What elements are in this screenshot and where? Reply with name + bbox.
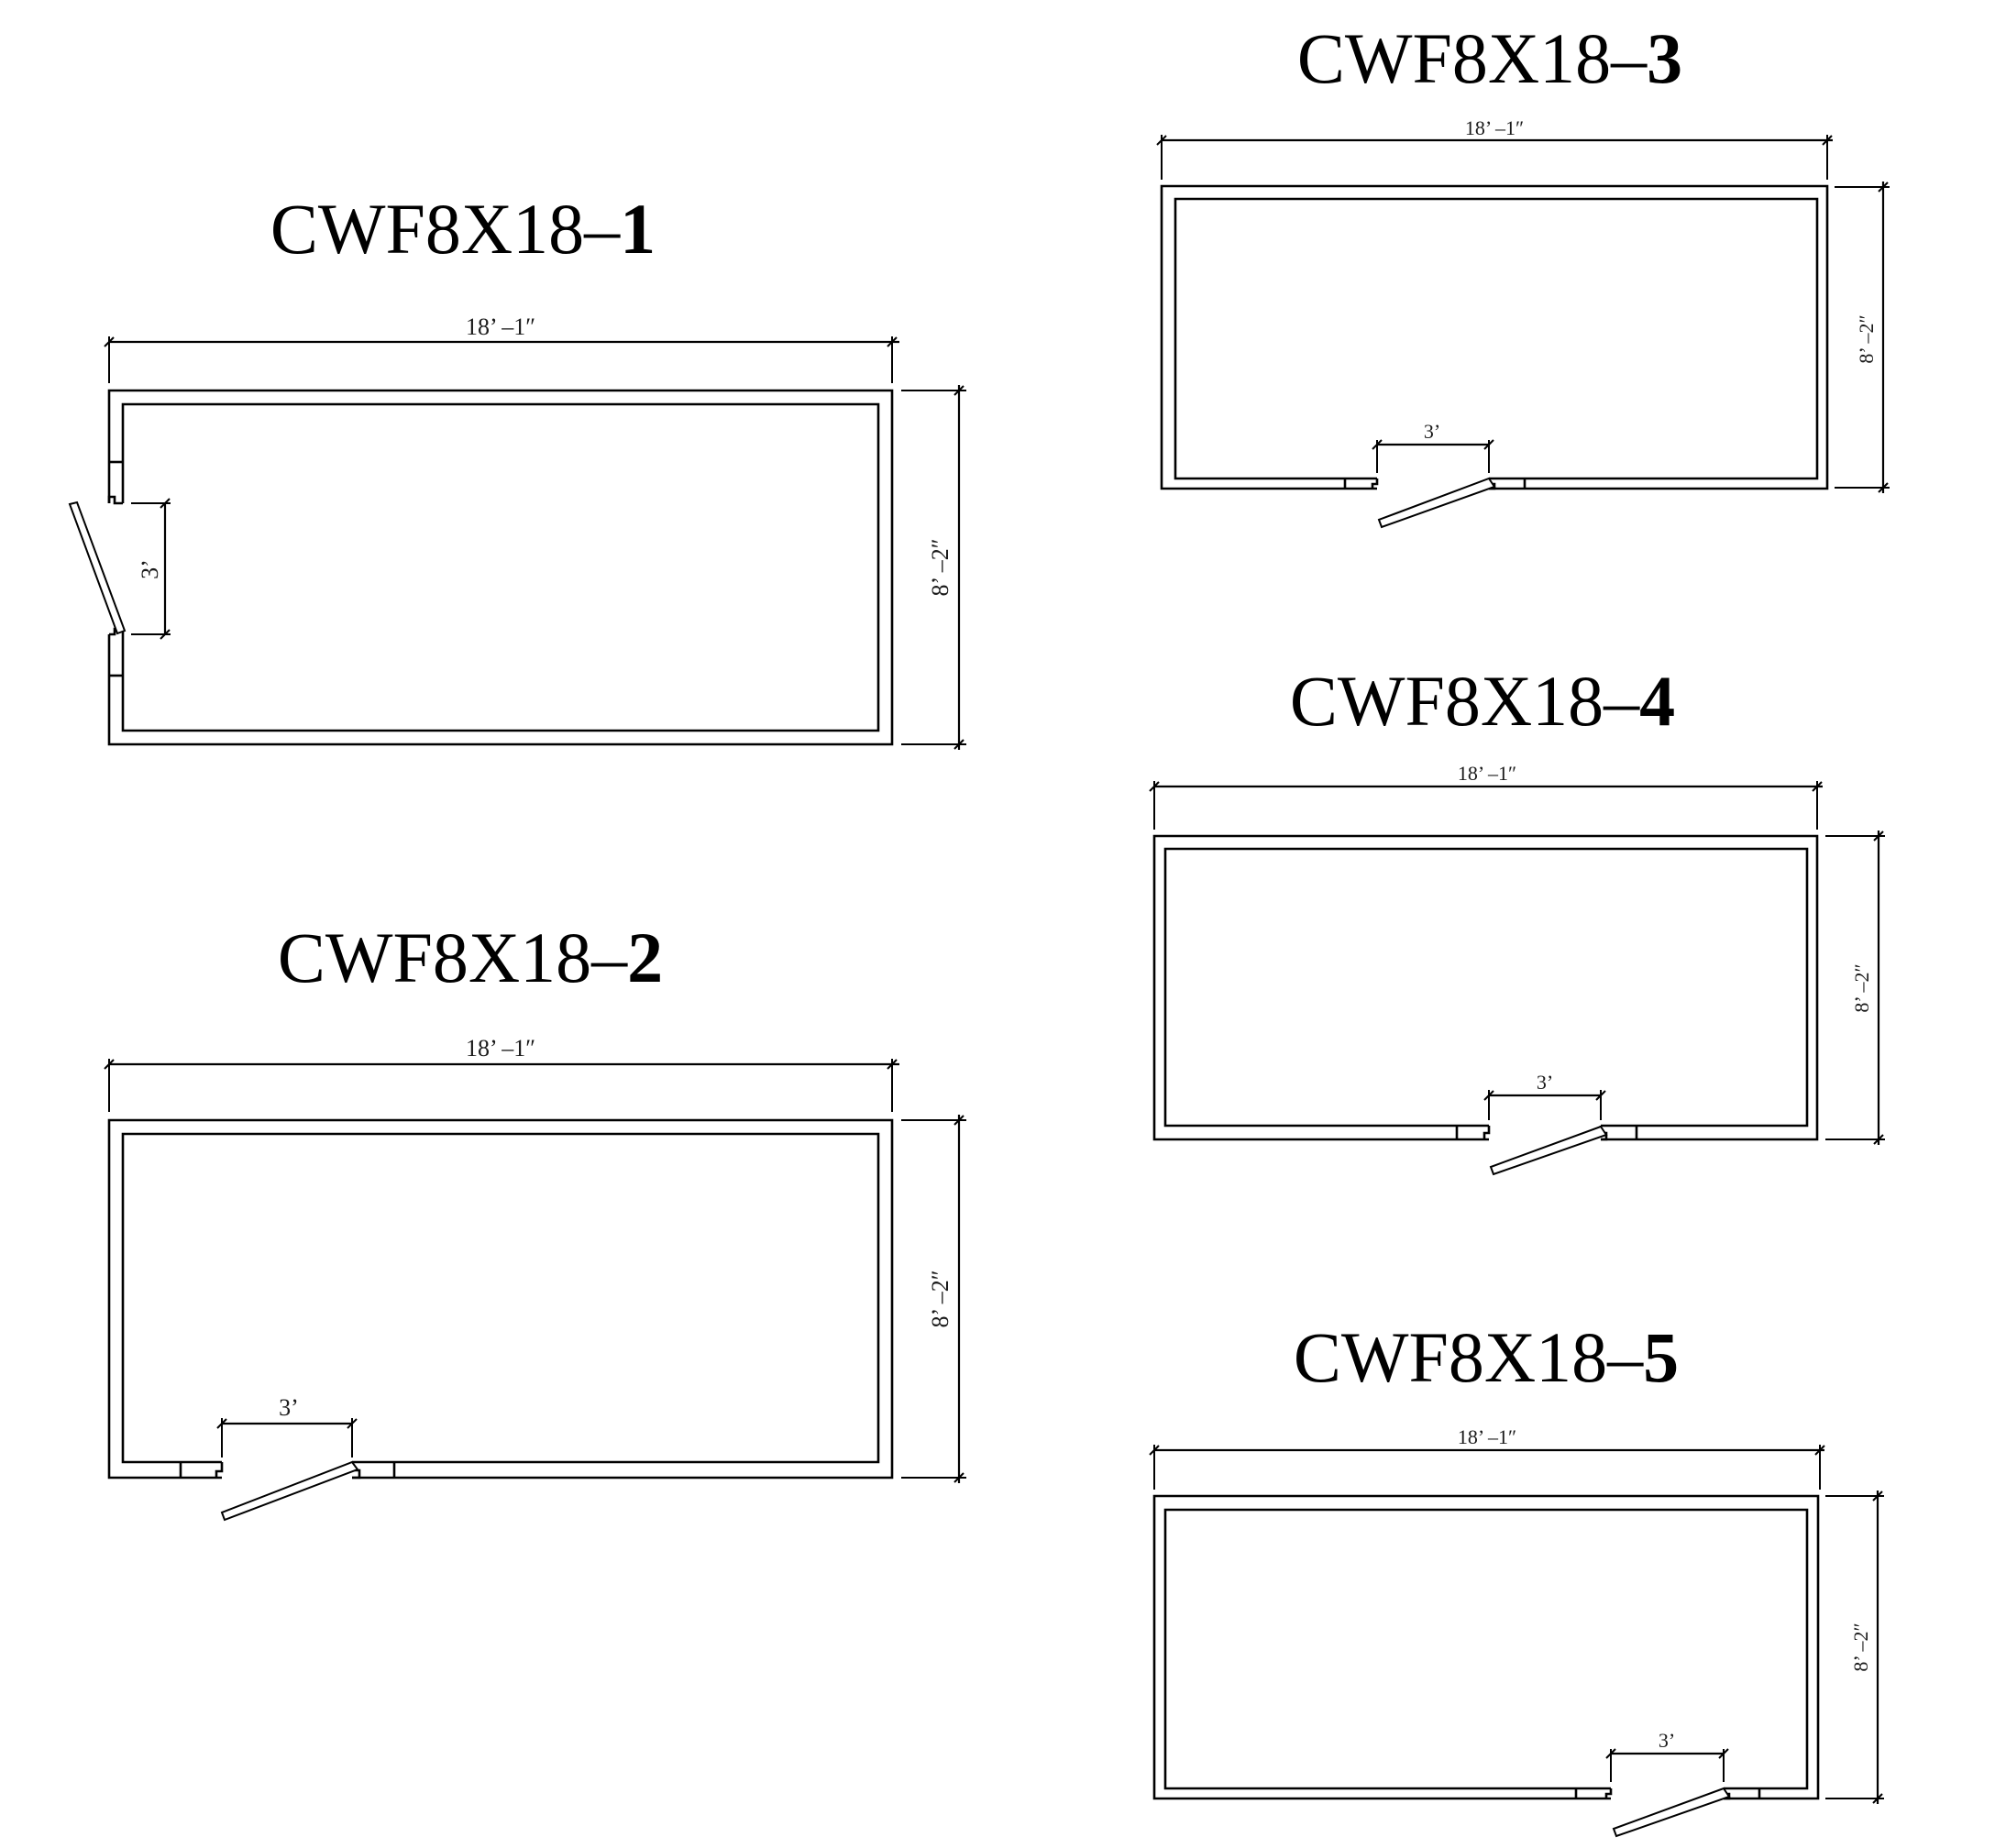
walls	[1152, 1494, 1820, 1800]
plan-title: CWF8X18–4	[1290, 661, 1675, 741]
door-leaf	[220, 1460, 359, 1522]
floor-plan-3: CWF8X18–3 18’ –1″ 3’	[1156, 18, 1890, 529]
title-number: 5	[1643, 1317, 1679, 1397]
depth-dimension: 8’ –2″	[1825, 830, 1885, 1145]
floor-plan-4: CWF8X18–4 18’ –1″ 3’	[1149, 661, 1885, 1176]
door-width-label: 3’	[137, 559, 163, 579]
width-dimension: 18’ –1″	[104, 1035, 899, 1112]
walls	[107, 389, 894, 746]
door-width-label: 3’	[1659, 1729, 1675, 1752]
title-number: 3	[1647, 18, 1682, 98]
width-label: 18’ –1″	[466, 1035, 535, 1062]
title-number: 2	[627, 918, 663, 997]
width-dimension: 18’ –1″	[1149, 1425, 1825, 1490]
title-prefix: CWF8X18–	[1297, 18, 1648, 98]
door: 3’	[1372, 420, 1496, 529]
width-label: 18’ –1″	[1465, 116, 1524, 139]
title-prefix: CWF8X18–	[278, 918, 628, 997]
door: 3’	[1605, 1729, 1731, 1838]
depth-label: 8’ –2″	[1849, 1622, 1872, 1671]
title-prefix: CWF8X18–	[1294, 1317, 1644, 1397]
width-dimension: 18’ –1″	[104, 314, 899, 383]
title-prefix: CWF8X18–	[1290, 661, 1640, 741]
depth-dimension: 8’ –2″	[1835, 182, 1890, 493]
door-leaf	[68, 500, 127, 635]
walls	[1160, 184, 1829, 490]
depth-label: 8’ –2″	[927, 538, 953, 596]
width-label: 18’ –1″	[1458, 1425, 1516, 1448]
door-width-label: 3’	[279, 1394, 299, 1421]
depth-dimension: 8’ –2″	[901, 1115, 966, 1483]
floor-plan-2: CWF8X18–2 18’ –1″ 3’	[104, 918, 966, 1522]
door-leaf	[1489, 1125, 1608, 1176]
width-label: 18’ –1″	[1458, 762, 1516, 785]
floor-plan-5: CWF8X18–5 18’ –1″ 3’	[1149, 1317, 1884, 1838]
plan-title: CWF8X18–1	[270, 189, 656, 269]
width-dimension: 18’ –1″	[1149, 762, 1823, 830]
door: 3’	[1483, 1071, 1608, 1176]
door-width-label: 3’	[1537, 1071, 1553, 1094]
plan-title: CWF8X18–3	[1297, 18, 1682, 98]
plan-title: CWF8X18–5	[1294, 1317, 1679, 1397]
depth-dimension: 8’ –2″	[1825, 1490, 1884, 1804]
door: 3’	[216, 1394, 359, 1522]
door-leaf	[1377, 477, 1496, 529]
door: 3’	[68, 498, 171, 640]
door-width-label: 3’	[1424, 420, 1440, 443]
title-number: 4	[1639, 661, 1675, 741]
title-prefix: CWF8X18–	[270, 189, 621, 269]
door-leaf	[1612, 1787, 1731, 1838]
width-label: 18’ –1″	[466, 314, 535, 340]
title-number: 1	[620, 189, 656, 269]
walls	[107, 1118, 894, 1480]
depth-label: 8’ –2″	[1850, 963, 1873, 1012]
width-dimension: 18’ –1″	[1156, 116, 1833, 180]
depth-label: 8’ –2″	[927, 1270, 953, 1327]
depth-dimension: 8’ –2″	[901, 385, 966, 750]
depth-label: 8’ –2″	[1855, 314, 1878, 363]
plan-title: CWF8X18–2	[278, 918, 663, 997]
walls	[1152, 834, 1819, 1141]
floor-plan-1: CWF8X18–1 18’ –1″ 3’	[68, 189, 966, 750]
